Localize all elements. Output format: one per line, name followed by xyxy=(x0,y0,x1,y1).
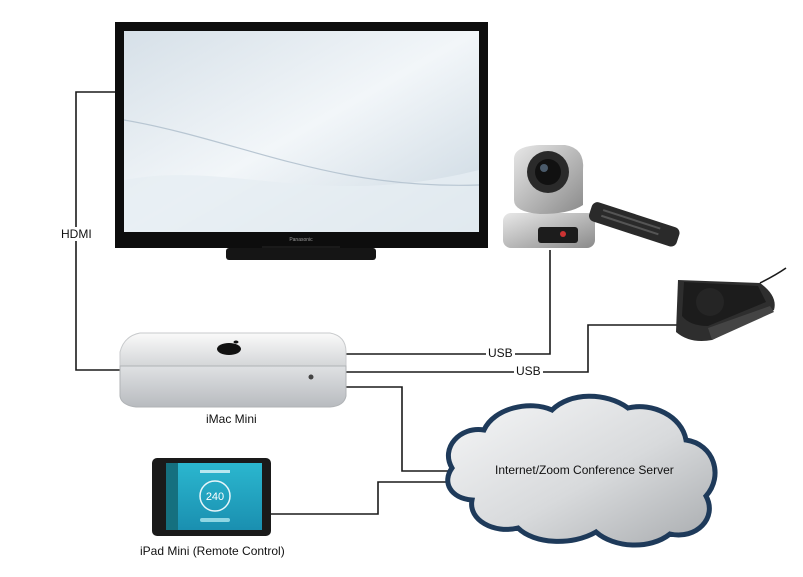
tv-stand-base xyxy=(226,248,376,260)
ptz-camera xyxy=(503,145,595,248)
hdmi-label: HDMI xyxy=(59,227,94,241)
tv-brand-label: Panasonic xyxy=(289,237,313,243)
internet-cable-ipad xyxy=(270,482,460,514)
conference-speaker xyxy=(676,280,775,341)
mac-mini-label: iMac Mini xyxy=(206,412,257,426)
mac-mini-front xyxy=(120,366,346,407)
speaker-cable xyxy=(760,268,786,283)
cloud-label: Internet/Zoom Conference Server xyxy=(495,463,674,477)
power-led xyxy=(309,375,314,380)
usb-speaker-label: USB xyxy=(514,364,543,378)
ipad-screen-value: 240 xyxy=(206,491,224,503)
mac-mini xyxy=(120,333,346,407)
usb-camera-label: USB xyxy=(486,346,515,360)
ipad-label: iPad Mini (Remote Control) xyxy=(140,544,285,558)
tv-remote xyxy=(587,201,681,248)
usb-camera-cable xyxy=(345,250,550,354)
ipad-mini: 240 xyxy=(152,458,271,536)
internet-cable-mac xyxy=(345,387,455,471)
tv: Panasonic xyxy=(115,22,488,260)
